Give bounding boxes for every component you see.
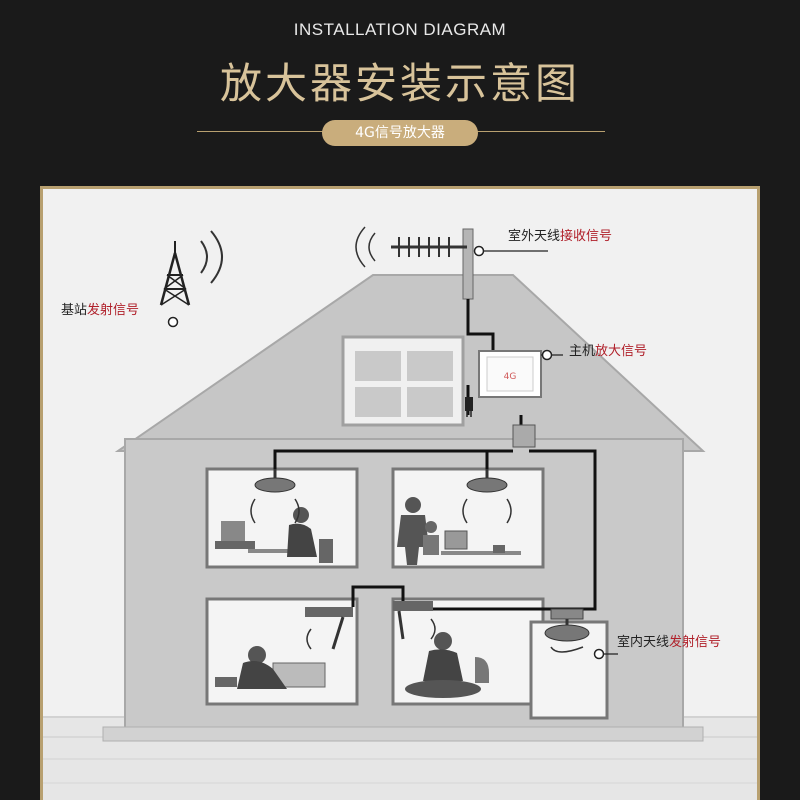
label-outdoor-antenna-text: 室外天线 (508, 229, 561, 244)
label-host-unit-highlight: 放大信号 (595, 344, 648, 359)
ceiling-antenna-room1 (250, 469, 300, 524)
device-logo: 4G (504, 372, 517, 382)
label-host-unit-text: 主机 (569, 344, 596, 359)
title-divider-left (197, 131, 325, 132)
label-indoor-antenna-highlight: 发射信号 (669, 635, 722, 650)
label-base-station: 基站发射信号 (61, 299, 139, 318)
room-upper-left (205, 467, 359, 569)
installation-scene: 4G (40, 186, 760, 800)
product-badge: 4G信号放大器 (322, 120, 478, 146)
leader-markers (167, 245, 605, 660)
label-base-station-highlight: 发射信号 (87, 303, 140, 318)
marker-indoor-antenna (593, 648, 605, 660)
amplifier-host-unit: 4G (478, 350, 542, 398)
label-indoor-antenna-text: 室内天线 (617, 635, 670, 650)
label-indoor-antenna: 室内天线发射信号 (617, 631, 721, 650)
ceiling-antenna-stairwell (544, 608, 590, 653)
diagram-subtitle: INSTALLATION DIAGRAM (293, 20, 507, 39)
ceiling-antenna-room2 (462, 469, 512, 524)
label-outdoor-antenna: 室外天线接收信号 (508, 225, 612, 244)
marker-host-unit (541, 349, 553, 361)
signal-splitter (512, 424, 536, 448)
house-base (102, 726, 704, 742)
room-lower-middle (391, 597, 545, 706)
wall-antenna-room3 (305, 607, 353, 650)
label-outdoor-antenna-highlight: 接收信号 (560, 229, 613, 244)
outdoor-antenna (355, 226, 474, 300)
diagram-title: 放大器安装示意图 (219, 59, 580, 108)
house-illustration: 4G (43, 226, 757, 800)
wall-antenna-room4 (393, 601, 436, 640)
label-host-unit: 主机放大信号 (569, 340, 647, 359)
title-divider-right (475, 131, 605, 132)
power-plug-icon (465, 397, 473, 417)
marker-outdoor-antenna (473, 245, 485, 257)
attic-window (341, 335, 465, 427)
label-base-station-text: 基站 (61, 303, 88, 318)
marker-base-station (167, 316, 179, 328)
base-station-tower (159, 230, 223, 306)
